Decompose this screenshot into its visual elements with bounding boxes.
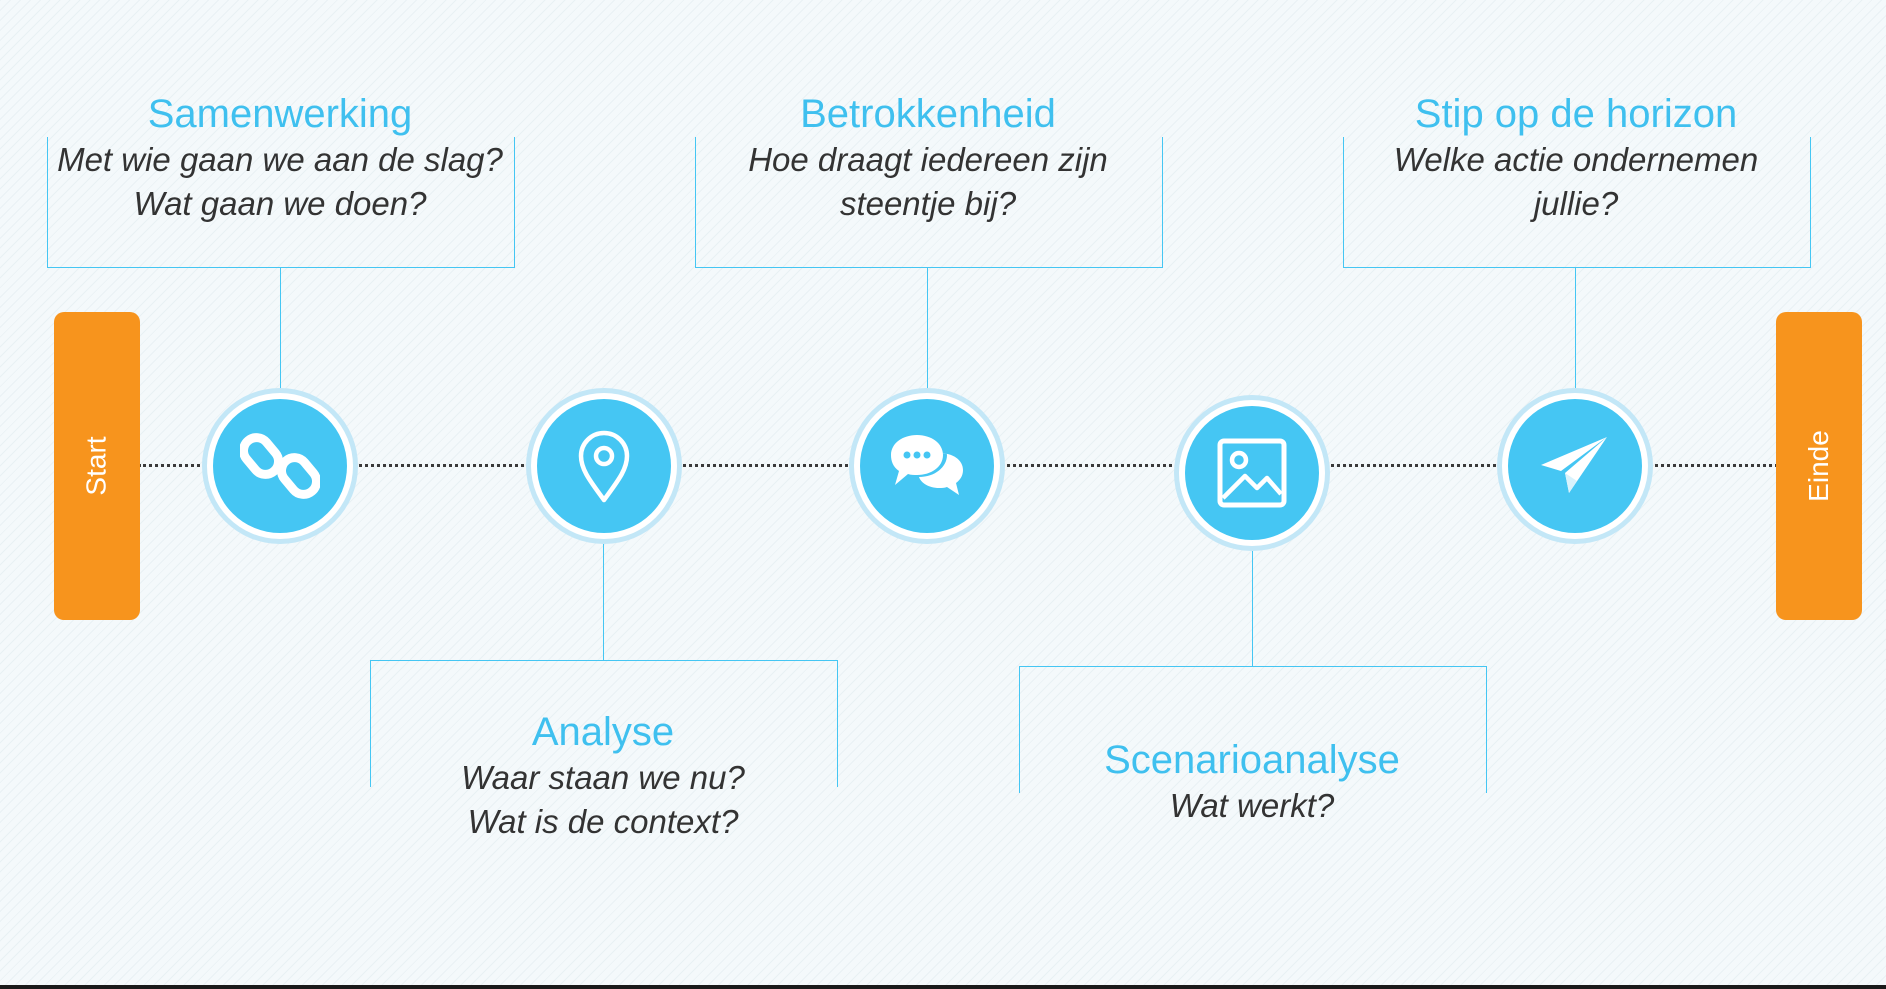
step-question: Wat gaan we doen? [133, 185, 427, 222]
step-question: Wat werkt? [1169, 787, 1335, 824]
step-box-betrokkenheid [695, 137, 1163, 268]
connector-analyse [603, 544, 604, 660]
step-node-analyse [526, 388, 682, 544]
step-node-stip-op-de-horizon [1497, 388, 1653, 544]
step-node-betrokkenheid [849, 388, 1005, 544]
step-label-scenarioanalyse: Scenarioanalyse Wat werkt? [992, 736, 1512, 828]
step-question: Waar staan we nu? [461, 759, 745, 796]
step-node-scenarioanalyse [1174, 395, 1330, 551]
step-question: jullie? [1533, 185, 1619, 222]
connector-samenwerking [280, 268, 281, 394]
step-box-scenarioanalyse [1019, 666, 1487, 793]
step-question: steentje bij? [839, 185, 1017, 222]
step-question: Welke actie ondernemen [1393, 141, 1759, 178]
step-question: Wat is de context? [467, 803, 739, 840]
bottom-border [0, 985, 1886, 989]
step-title: Scenarioanalyse [1104, 738, 1400, 782]
step-title: Stip op de horizon [1414, 92, 1738, 136]
map-pin-icon [578, 430, 630, 503]
step-label-stip-op-de-horizon: Stip op de horizon Welke actie onderneme… [1316, 90, 1836, 226]
link-icon [240, 433, 320, 499]
start-cap: Start [54, 312, 140, 620]
step-label-betrokkenheid: Betrokkenheid Hoe draagt iedereen zijn s… [668, 90, 1188, 226]
step-title: Betrokkenheid [800, 92, 1056, 136]
step-box-samenwerking [47, 137, 515, 268]
paper-plane-icon [1541, 437, 1607, 493]
start-label: Start [80, 436, 112, 496]
connector-betrokkenheid [927, 268, 928, 394]
step-question: Met wie gaan we aan de slag? [57, 141, 503, 178]
step-node-samenwerking [202, 388, 358, 544]
speech-bubbles-icon [891, 435, 963, 495]
step-label-analyse: Analyse Waar staan we nu? Wat is de cont… [343, 708, 863, 844]
end-label: Einde [1803, 430, 1834, 502]
image-icon [1217, 438, 1287, 508]
step-box-stip-op-de-horizon [1343, 137, 1811, 268]
step-label-samenwerking: Samenwerking Met wie gaan we aan de slag… [20, 90, 540, 226]
step-title: Analyse [531, 710, 675, 754]
connector-scenarioanalyse [1252, 551, 1253, 666]
step-box-analyse [370, 660, 838, 787]
connector-stip-op-de-horizon [1575, 268, 1576, 394]
end-cap: Einde [1776, 312, 1862, 620]
step-title: Samenwerking [147, 92, 413, 136]
step-question: Hoe draagt iedereen zijn [748, 141, 1108, 178]
